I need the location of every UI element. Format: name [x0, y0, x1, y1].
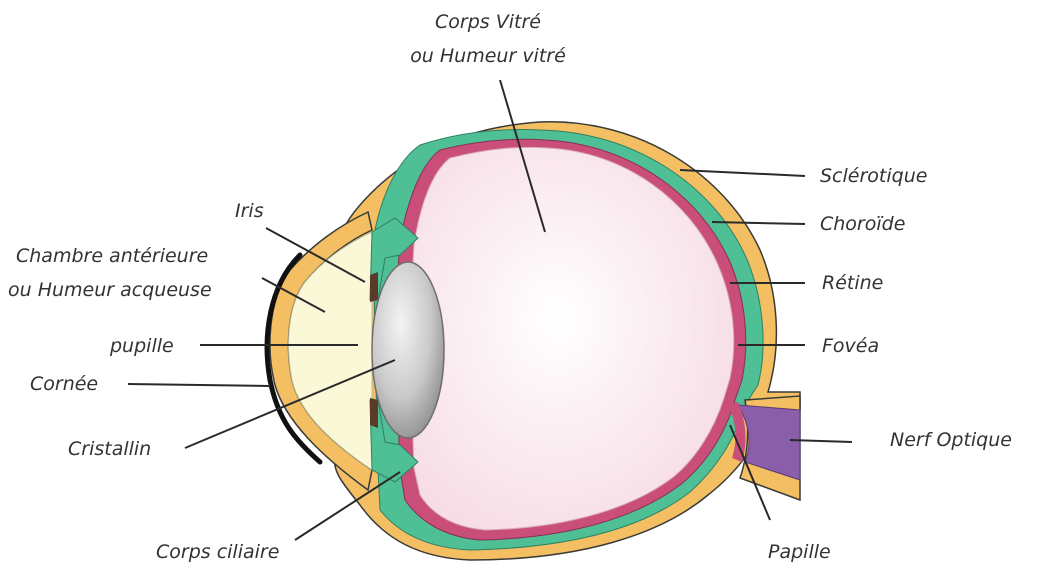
label-papille: Papille: [768, 541, 831, 563]
label-corps-vitre-2: ou Humeur vitré: [410, 45, 566, 67]
label-corps-vitre-1: Corps Vitré: [435, 11, 541, 33]
label-sclerotique: Sclérotique: [820, 165, 927, 187]
leader-cornee: [128, 384, 270, 386]
label-cristallin: Cristallin: [68, 438, 151, 460]
label-iris: Iris: [235, 200, 264, 222]
label-retine: Rétine: [822, 272, 883, 294]
label-fovea: Fovéa: [822, 335, 879, 357]
label-corps-ciliaire: Corps ciliaire: [156, 541, 279, 563]
label-chambre-2: ou Humeur acqueuse: [8, 279, 212, 301]
iris-lower: [370, 398, 378, 428]
label-choroide: Choroïde: [820, 213, 905, 235]
label-cornee: Cornée: [30, 373, 98, 395]
label-chambre-1: Chambre antérieure: [16, 245, 208, 267]
label-nerf-optique: Nerf Optique: [890, 429, 1012, 451]
iris: [370, 272, 378, 302]
label-pupille: pupille: [109, 335, 174, 357]
lens: [372, 262, 444, 438]
